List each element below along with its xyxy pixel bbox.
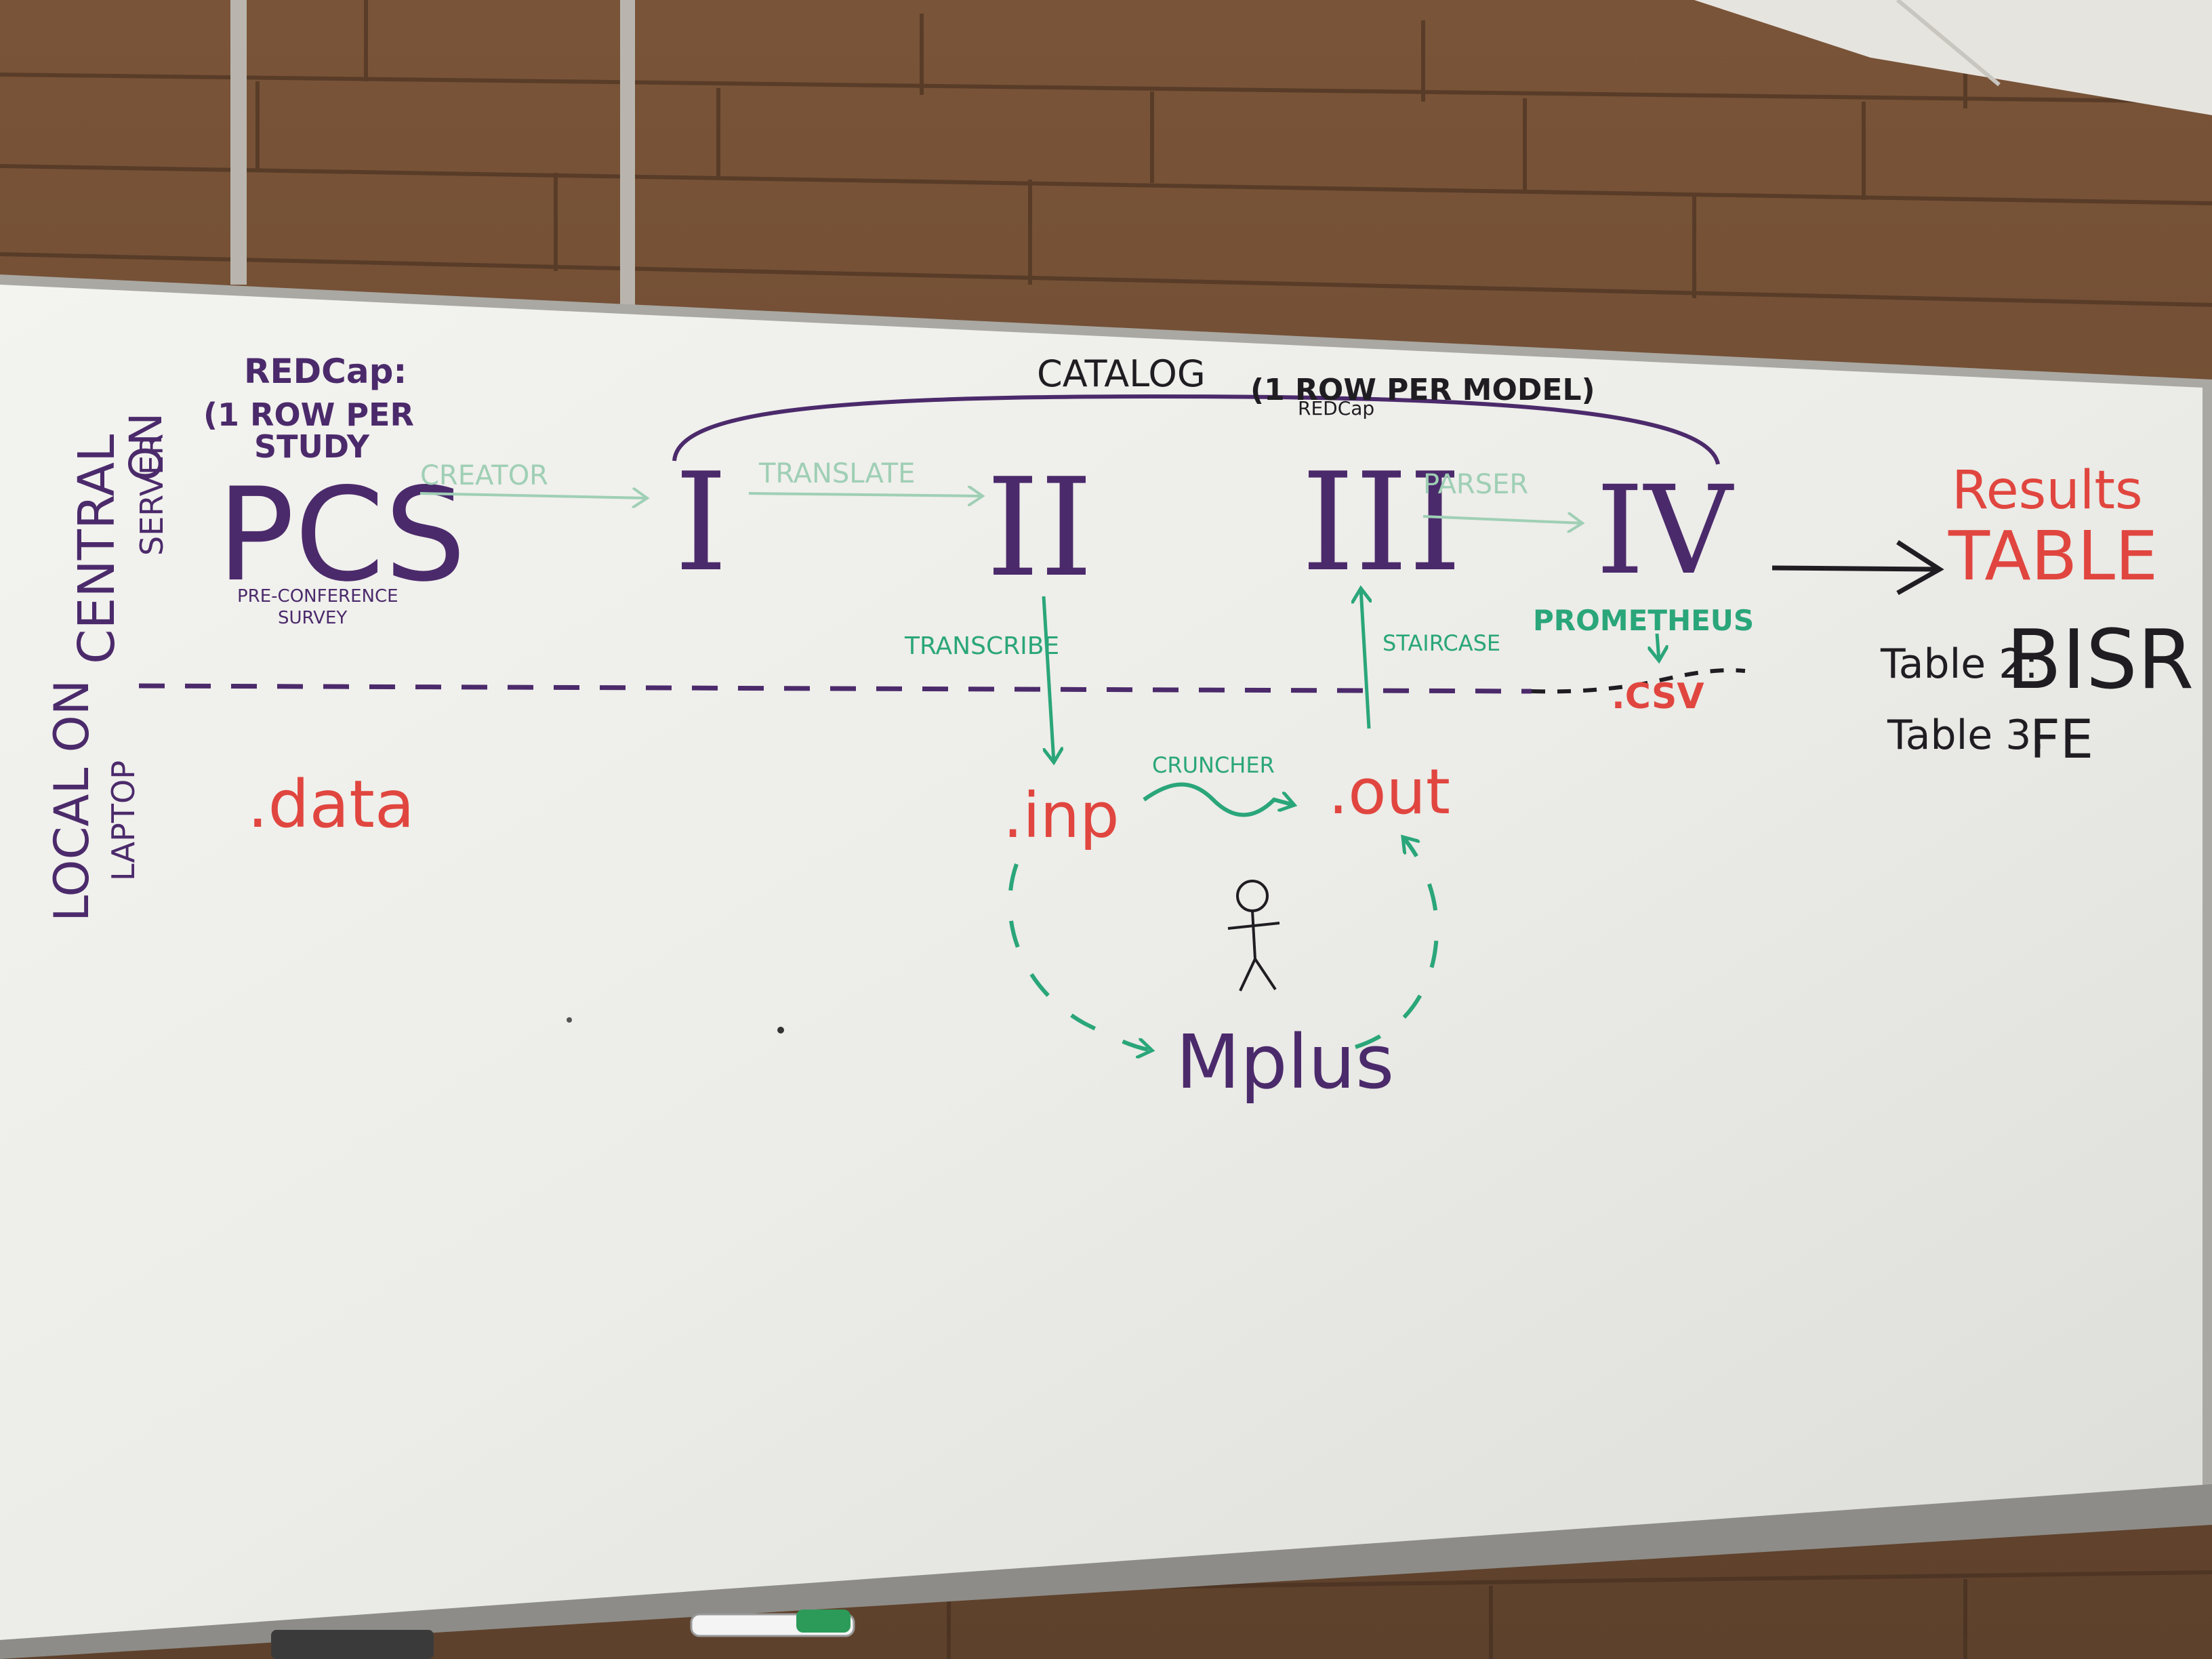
results-block: Results TABLE Table 2: BISR Table 3: FE [1880, 460, 2194, 771]
marker-cap [796, 1610, 851, 1633]
server-laptop-boundary [138, 668, 1746, 694]
pcs-subtitle-2: SURVEY [278, 608, 347, 628]
translate-arrow [748, 493, 983, 496]
results-title-1: Results [1952, 460, 2143, 521]
pcs-redcap-label: REDCap: [244, 352, 407, 391]
top-flow-arrows: CREATOR TRANSLATE PARSER [419, 458, 1582, 523]
stages: I II III IV [674, 444, 1734, 607]
label-central: CENTRAL [68, 434, 126, 664]
inp-to-mplus-arrow [1008, 863, 1152, 1050]
file-out: .out [1328, 756, 1450, 828]
creator-arrow [419, 493, 647, 498]
stage-1: I [674, 444, 728, 602]
cruncher-arrow [1143, 782, 1294, 817]
person-icon [1227, 880, 1280, 991]
mplus-label: Mplus [1176, 1019, 1394, 1105]
label-laptop: LAPTOP [105, 760, 142, 881]
cruncher-flow: CRUNCHER [1143, 752, 1294, 817]
results-title-2: TABLE [1948, 516, 2158, 596]
file-inp: .inp [1003, 779, 1120, 852]
stage-4: IV [1596, 460, 1734, 602]
file-nodes: .data .inp .out .CSV [247, 676, 1704, 852]
transcribe-arrow [1042, 596, 1054, 762]
boundary-arrows: TRANSCRIBE STAIRCASE PROMETHEUS [904, 588, 1754, 762]
catalog-bracket: CATALOG (1 ROW PER MODEL) REDCap [672, 352, 1720, 465]
label-on-server: ON [120, 413, 172, 481]
pcs-redcap-note-1: (1 ROW PER [203, 396, 414, 433]
stage-2: II [986, 449, 1093, 607]
whiteboard [0, 274, 2212, 1659]
catalog-note: (1 ROW PER MODEL) [1250, 373, 1595, 407]
staircase-arrow [1361, 588, 1369, 729]
mplus-cycle: Mplus [1008, 837, 1439, 1105]
translate-label: TRANSLATE [758, 458, 915, 489]
label-server: SERVER [134, 434, 170, 556]
parser-arrow [1422, 516, 1582, 523]
parser-label: PARSER [1423, 469, 1528, 500]
file-csv: .CSV [1612, 676, 1704, 717]
location-label-local: LOCAL ON LAPTOP [44, 680, 142, 922]
cruncher-label: CRUNCHER [1152, 752, 1275, 778]
label-local-on: LOCAL ON [44, 680, 100, 922]
catalog-sublabel: REDCap [1298, 397, 1374, 419]
eraser[interactable] [271, 1630, 434, 1659]
pcs-block: REDCap: (1 ROW PER STUDY PCS PRE-CONFERE… [203, 352, 466, 628]
stage-3: III [1301, 444, 1462, 602]
results-row-1-label: Table 2: [1880, 640, 2039, 688]
pcs-subtitle-1: PRE-CONFERENCE [237, 586, 398, 607]
results-arrow [1771, 565, 1939, 572]
transcribe-label: TRANSCRIBE [904, 632, 1059, 660]
file-data: .data [247, 766, 415, 842]
prometheus-label: PROMETHEUS [1533, 604, 1754, 637]
staircase-label: STAIRCASE [1382, 630, 1500, 656]
results-row-2-label: Table 3: [1887, 712, 2045, 759]
pcs-title: PCS [217, 460, 466, 610]
pcs-redcap-note-2: STUDY [254, 428, 370, 465]
location-label-central: CENTRAL ON SERVER [68, 413, 172, 664]
catalog-label: CATALOG [1037, 352, 1206, 395]
prometheus-arrow [1657, 633, 1659, 661]
results-row-2-value: FE [2030, 710, 2093, 771]
results-row-1-value: BISR [2006, 613, 2194, 708]
creator-label: CREATOR [420, 460, 548, 491]
